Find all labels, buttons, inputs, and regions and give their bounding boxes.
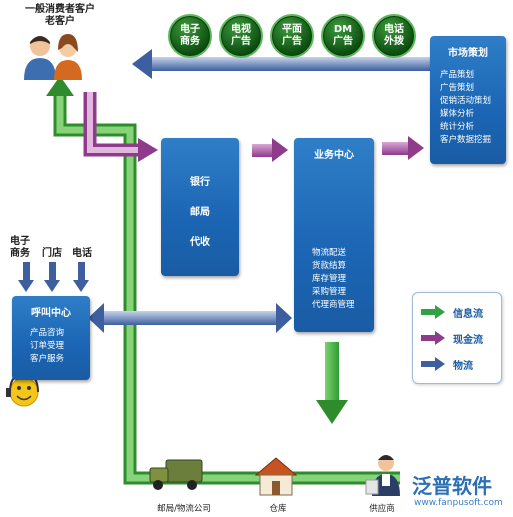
business-items: 物流配送 货款结算 库存管理 采购管理 代理商管理: [312, 247, 374, 312]
channel-dm-ad: DM 广告: [321, 14, 365, 58]
warehouse-label: 仓库: [269, 504, 287, 514]
call-center-box: 呼叫中心 产品咨询 订单受理 客户服务: [12, 296, 90, 380]
marketing-items: 产品策划 广告策划 促销活动策划 媒体分析 统计分析 客户数据挖掘: [440, 69, 506, 147]
cash-arrow-to-business: [252, 138, 288, 162]
marketing-title: 市场策划: [448, 48, 488, 59]
customers-icon: [24, 34, 82, 80]
brand-url: www.fanpusoft.com: [414, 498, 503, 508]
channel-ecommerce: 电子 商务: [168, 14, 212, 58]
marketing-box: 市场策划 产品策划 广告策划 促销活动策划 媒体分析 统计分析 客户数据挖掘: [430, 36, 506, 164]
channel-line1: DM: [333, 24, 353, 35]
legend: 信息流 现金流 物流: [412, 292, 502, 384]
payment-item: 代收: [190, 237, 210, 248]
consumers-label-line2: 老客户: [45, 16, 75, 27]
consumers-label: 一般消费者客户 老客户: [10, 4, 110, 28]
legend-info-flow: 信息流: [421, 303, 483, 321]
supplier-icon: [365, 455, 400, 496]
channel-line1: 平面: [282, 24, 302, 35]
truck-icon: [149, 459, 203, 490]
marketing-item: 统计分析: [440, 122, 475, 132]
legend-logistics: 物流: [421, 355, 473, 373]
channel-line1: 电视: [231, 24, 251, 35]
business-item: 代理商管理: [312, 300, 355, 310]
channel-line1: 电子: [180, 24, 200, 35]
legend-label: 物流: [453, 360, 473, 372]
marketing-item: 产品策划: [440, 70, 475, 80]
cash-flow-purple-path: [83, 92, 158, 162]
marketing-item: 客户数据挖掘: [440, 135, 492, 145]
call-center-title: 呼叫中心: [31, 308, 71, 319]
channel-print-ad: 平面 广告: [270, 14, 314, 58]
legend-logistics-arrow-icon: [421, 357, 445, 371]
warehouse-icon: [254, 457, 298, 496]
business-item: 物流配送: [312, 248, 347, 258]
payment-items: 银行 邮局 代收: [161, 168, 239, 258]
payment-item: 银行: [190, 177, 210, 188]
channel-line2: 广告: [282, 36, 302, 47]
business-item: 货款结算: [312, 261, 347, 271]
source-ecommerce: 电子 商务: [6, 236, 34, 260]
consumers-label-line1: 一般消费者客户: [25, 4, 95, 15]
double-arrow-callcenter-business: [88, 303, 292, 333]
business-item: 采购管理: [312, 287, 347, 297]
source-store: 门店: [42, 248, 62, 259]
channel-line1: 电话: [384, 24, 404, 35]
legend-label: 现金流: [453, 334, 483, 346]
business-item: 库存管理: [312, 274, 347, 284]
channel-line2: 广告: [231, 36, 251, 47]
business-center-box: 业务中心 物流配送 货款结算 库存管理 采购管理 代理商管理: [294, 138, 374, 332]
legend-cash-flow: 现金流: [421, 329, 483, 347]
supplier-label: 供应商: [369, 504, 395, 514]
source-phone: 电话: [72, 248, 92, 259]
call-center-items: 产品咨询 订单受理 客户服务: [30, 327, 90, 366]
brand-logo-text: 泛普软件: [412, 474, 492, 498]
legend-label: 信息流: [453, 308, 483, 320]
channel-phone-call: 电话 外拨: [372, 14, 416, 58]
cash-arrow-to-marketing: [382, 136, 424, 160]
post-logistics-label: 邮局/物流公司: [157, 504, 211, 514]
marketing-item: 促销活动策划: [440, 96, 492, 106]
legend-cash-arrow-icon: [421, 331, 445, 345]
call-center-item: 订单受理: [30, 341, 65, 351]
channel-tv-ad: 电视 广告: [219, 14, 263, 58]
payment-item: 邮局: [190, 207, 210, 218]
channel-line2: 广告: [333, 36, 353, 47]
channel-line2: 商务: [180, 36, 200, 47]
legend-info-arrow-icon: [421, 305, 445, 319]
marketing-item: 媒体分析: [440, 109, 475, 119]
info-arrow-down-business: [316, 342, 348, 424]
source-ecommerce-line1: 电子: [10, 236, 30, 247]
business-title: 业务中心: [314, 150, 354, 161]
payment-box: 银行 邮局 代收: [161, 138, 239, 276]
logistics-arrow-top: [132, 49, 430, 79]
source-ecommerce-line2: 商务: [10, 248, 30, 259]
channel-line2: 外拨: [384, 36, 404, 47]
source-down-arrows: [18, 262, 89, 292]
call-center-item: 产品咨询: [30, 328, 65, 338]
call-center-item: 客户服务: [30, 354, 65, 364]
marketing-item: 广告策划: [440, 83, 475, 93]
info-flow-green-path: [46, 76, 400, 485]
